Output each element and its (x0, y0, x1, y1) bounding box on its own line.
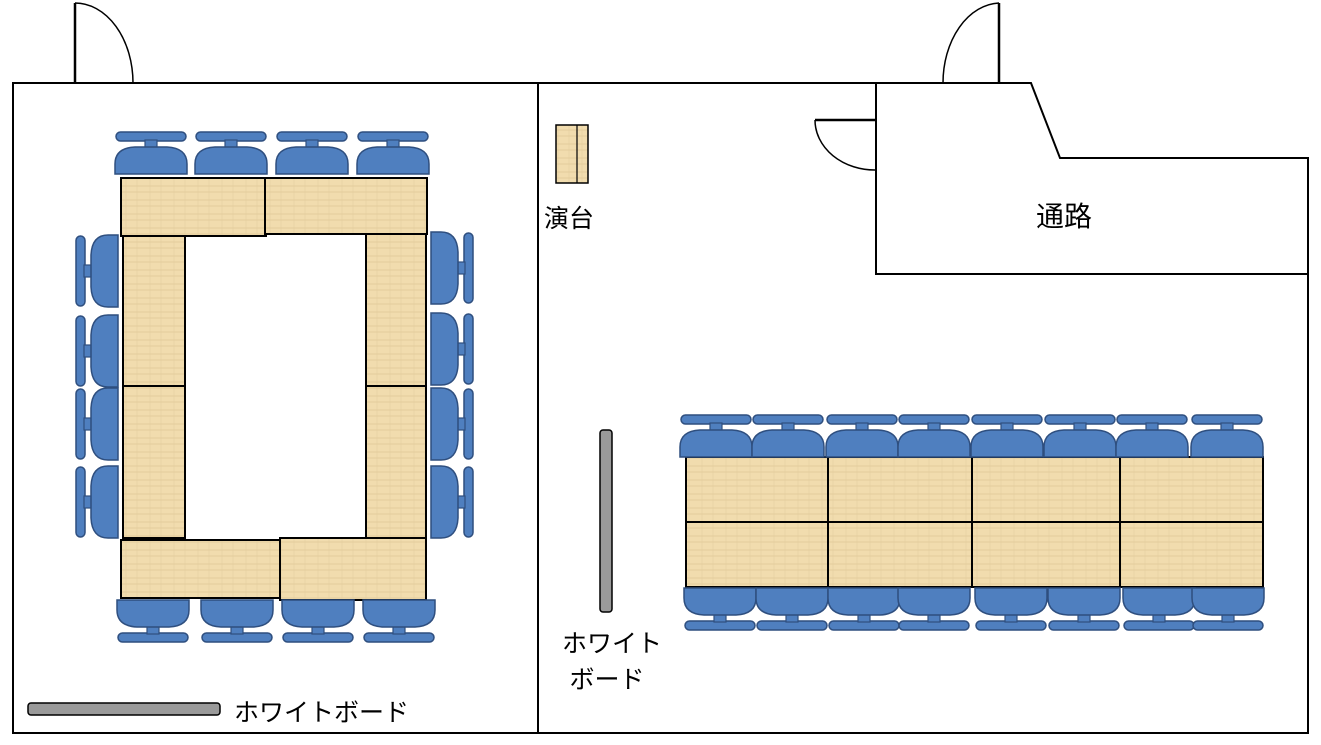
chair-icon[interactable] (827, 587, 901, 631)
whiteboard-horizontal-icon (27, 702, 221, 716)
chair-icon[interactable] (75, 387, 119, 461)
chairs-layer (75, 131, 1265, 643)
chair-icon[interactable] (430, 387, 474, 461)
chair-icon[interactable] (1190, 414, 1264, 458)
chair-icon[interactable] (75, 234, 119, 308)
chair-icon[interactable] (430, 231, 474, 305)
podium-icon (555, 124, 589, 184)
chair-icon[interactable] (1043, 414, 1117, 458)
chair-icon[interactable] (751, 414, 825, 458)
table-icon[interactable] (365, 233, 427, 387)
chair-icon[interactable] (1122, 587, 1196, 631)
whiteboard-right-label-line1: ホワイト (562, 629, 663, 658)
door-passage-icon[interactable] (814, 118, 877, 171)
table-icon[interactable] (827, 456, 973, 523)
podium-label: 演台 (544, 204, 595, 233)
chair-icon[interactable] (897, 414, 971, 458)
chair-icon[interactable] (116, 599, 190, 643)
table-icon[interactable] (122, 235, 186, 387)
chair-icon[interactable] (970, 414, 1044, 458)
table-icon[interactable] (971, 521, 1121, 588)
table-icon[interactable] (365, 385, 427, 539)
whiteboard-vertical-icon (599, 429, 613, 613)
table-icon[interactable] (685, 456, 829, 523)
chair-icon[interactable] (200, 599, 274, 643)
chair-icon[interactable] (75, 465, 119, 539)
table-icon[interactable] (685, 521, 829, 588)
chair-icon[interactable] (194, 131, 268, 175)
whiteboard-right-label: ホワイト ボード (562, 626, 663, 698)
chair-icon[interactable] (281, 599, 355, 643)
chair-icon[interactable] (1191, 587, 1265, 631)
room-walls (12, 82, 1309, 734)
chair-icon[interactable] (825, 414, 899, 458)
chair-icon[interactable] (75, 314, 119, 388)
whiteboard-left-label: ホワイトボード (234, 698, 410, 727)
door-right-icon[interactable] (942, 2, 1001, 84)
table-icon[interactable] (122, 385, 186, 539)
chair-icon[interactable] (114, 131, 188, 175)
chair-icon[interactable] (275, 131, 349, 175)
table-icon[interactable] (971, 456, 1121, 523)
table-icon[interactable] (120, 539, 282, 599)
table-icon[interactable] (279, 537, 427, 601)
chair-icon[interactable] (430, 312, 474, 386)
table-icon[interactable] (264, 177, 428, 235)
chair-icon[interactable] (1047, 587, 1121, 631)
table-icon[interactable] (827, 521, 973, 588)
whiteboard-right-label-line2: ボード (569, 665, 645, 694)
passage-label: 通路 (1036, 200, 1093, 233)
chair-icon[interactable] (974, 587, 1048, 631)
chair-icon[interactable] (356, 131, 430, 175)
table-icon[interactable] (1119, 521, 1264, 588)
table-icon[interactable] (120, 177, 267, 237)
chair-icon[interactable] (430, 465, 474, 539)
tables-layer (120, 177, 1264, 601)
chair-icon[interactable] (897, 587, 971, 631)
chair-icon[interactable] (1115, 414, 1189, 458)
chair-icon[interactable] (362, 599, 436, 643)
table-icon[interactable] (1119, 456, 1264, 523)
chair-icon[interactable] (755, 587, 829, 631)
chair-icon[interactable] (679, 414, 753, 458)
door-left-icon[interactable] (73, 2, 134, 84)
chair-icon[interactable] (683, 587, 757, 631)
